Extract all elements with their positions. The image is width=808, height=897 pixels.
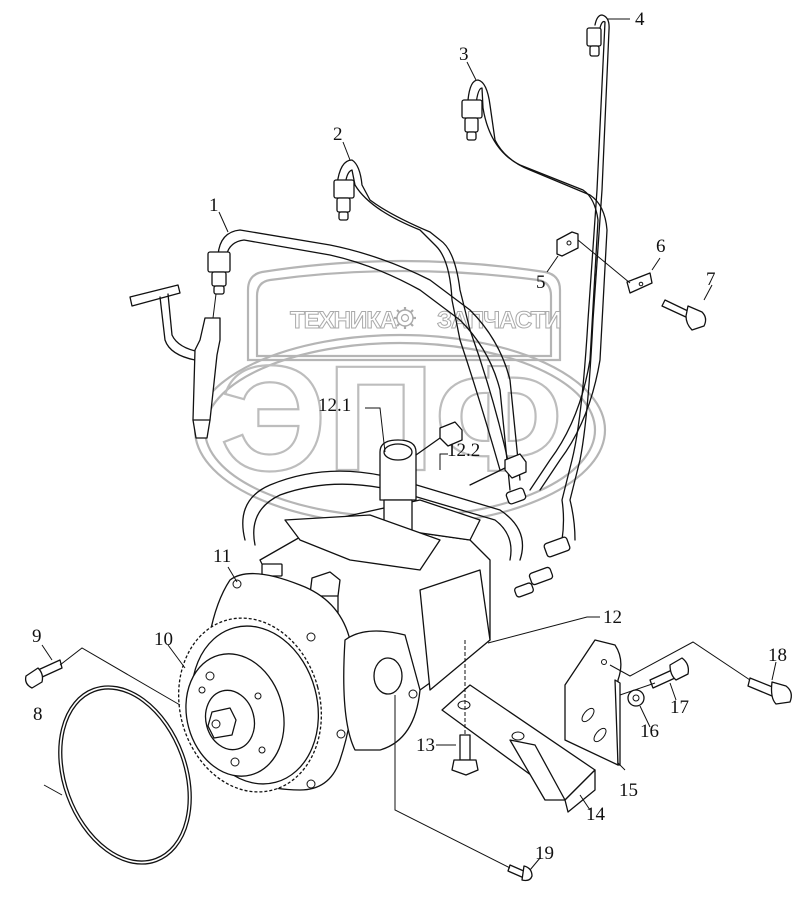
- gear-icon: [394, 307, 416, 329]
- callout-2: 2: [333, 124, 343, 145]
- mount-hole: [408, 689, 418, 699]
- callout-16: 16: [640, 721, 659, 742]
- watermark-left-word: ТЕХНИКА: [290, 307, 397, 334]
- pump-drive-gear: [178, 617, 322, 793]
- callout-12-1: 12.1: [318, 395, 352, 416]
- fuel-line-1: [207, 229, 521, 491]
- injector-axis: [212, 293, 217, 319]
- injection-pump: [242, 421, 571, 691]
- bolt-13: [451, 734, 479, 776]
- callout-11: 11: [213, 546, 232, 567]
- leader-lines: [41, 18, 777, 871]
- bolt-18-axis: [609, 641, 751, 681]
- bolt-9: [24, 659, 63, 689]
- callout-12: 12: [603, 607, 622, 628]
- watermark-shield-outline: [246, 259, 562, 362]
- callout-8: 8: [33, 704, 43, 725]
- fuel-line-3: [461, 79, 608, 491]
- callout-6: 6: [656, 236, 666, 257]
- fuel-line-4: [561, 14, 610, 541]
- callout-14: 14: [586, 804, 605, 825]
- clamp-assembly-axis: [577, 239, 631, 284]
- o-ring-inner: [61, 688, 189, 862]
- bolt-19-axis: [394, 695, 511, 869]
- watermark-right-word: ЗАПЧАСТИ: [437, 307, 561, 334]
- callout-5: 5: [536, 272, 546, 293]
- watermark-shield-inner: [255, 269, 553, 358]
- injector: [129, 284, 221, 439]
- callout-15: 15: [619, 780, 638, 801]
- callout-7: 7: [706, 269, 716, 290]
- line-clamp-5: [556, 231, 579, 257]
- callout-19: 19: [535, 843, 554, 864]
- bolt-7: [661, 299, 707, 331]
- callout-10: 10: [154, 629, 173, 650]
- bolt-17: [649, 657, 690, 689]
- bolt-19: [507, 864, 533, 882]
- callout-17: 17: [670, 697, 689, 718]
- callout-3: 3: [459, 44, 469, 65]
- callout-4: 4: [635, 9, 645, 30]
- bolt-18: [747, 677, 792, 705]
- callout-9: 9: [32, 626, 42, 647]
- bracket-15: [564, 639, 622, 766]
- callout-1: 1: [209, 195, 219, 216]
- clamp-plate-6: [626, 272, 653, 294]
- fuel-line-2: [333, 159, 511, 471]
- o-ring: [58, 685, 192, 865]
- callout-13: 13: [416, 735, 435, 756]
- callout-18: 18: [768, 645, 787, 666]
- bolt-17-axis: [619, 682, 656, 696]
- delivery-valves: [505, 487, 571, 598]
- support-bracket-14: [441, 684, 596, 813]
- washer-16: [627, 689, 645, 707]
- bolt-9-axis: [59, 647, 181, 706]
- callout-12-2: 12.2: [447, 440, 481, 461]
- pump-port: [373, 657, 403, 695]
